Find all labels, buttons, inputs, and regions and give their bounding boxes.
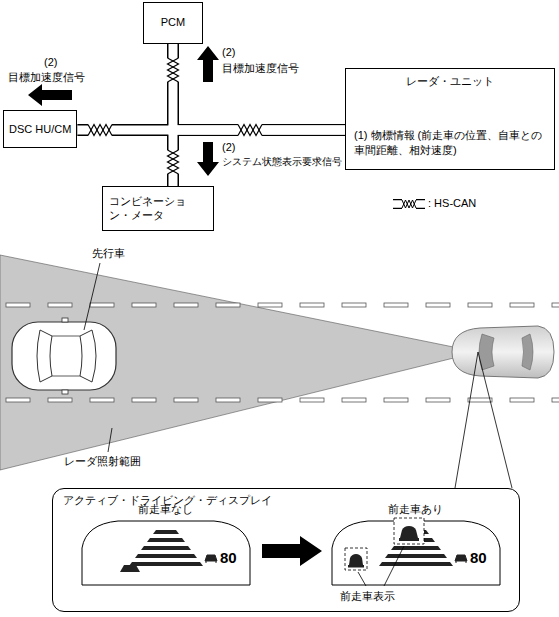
signal-arrow bbox=[28, 84, 72, 106]
road-stripe bbox=[379, 562, 453, 566]
lane-dash bbox=[132, 303, 156, 307]
display-panel: アクティブ・ドライビング・ディスプレイ bbox=[52, 488, 520, 612]
lane-dash bbox=[48, 398, 72, 402]
lane-dash bbox=[468, 303, 492, 307]
ecu-box: PCM bbox=[143, 2, 203, 44]
lane-dash bbox=[90, 303, 114, 307]
lane-dash bbox=[132, 398, 156, 402]
lane-dash bbox=[342, 303, 366, 307]
lane-dash bbox=[6, 398, 30, 402]
lane-dash bbox=[510, 398, 534, 402]
display-screen bbox=[332, 521, 500, 585]
part-label: レーダ照射範囲 bbox=[64, 455, 141, 469]
twist-mark bbox=[166, 150, 180, 174]
ecu-box: レーダ・ユニット (1) 物標情報 (前走車の位置、自車との車間距離、相対速度) bbox=[345, 68, 555, 170]
lead-car bbox=[12, 318, 116, 394]
lane-dash bbox=[6, 303, 30, 307]
signal-arrow bbox=[197, 46, 219, 82]
radar-beam bbox=[0, 255, 478, 470]
lane-dash bbox=[384, 303, 408, 307]
node-title: DSC HU/CM bbox=[9, 122, 71, 136]
leader-line bbox=[384, 546, 404, 586]
display-screen bbox=[82, 521, 250, 585]
part-label: 前走車なし bbox=[138, 503, 193, 517]
lane-dash bbox=[510, 303, 534, 307]
node-title: コンビネーション・メータ bbox=[109, 194, 207, 223]
twist-mark bbox=[88, 125, 112, 136]
lane-dash bbox=[258, 303, 282, 307]
road-stripe bbox=[153, 530, 179, 534]
lane-marker bbox=[120, 565, 140, 572]
lane-dash bbox=[174, 398, 198, 402]
own-car bbox=[452, 326, 554, 378]
lane-dash bbox=[426, 303, 450, 307]
road-stripe bbox=[141, 546, 191, 550]
part-label: 前走車表示 bbox=[340, 590, 395, 604]
lane-dash bbox=[342, 398, 366, 402]
lane-dash bbox=[174, 303, 198, 307]
node-title: レーダ・ユニット bbox=[354, 74, 546, 88]
twist-mark bbox=[88, 125, 112, 136]
vehicle-icon bbox=[394, 518, 424, 544]
signal-label: (2) bbox=[222, 46, 235, 60]
lane-dash bbox=[300, 398, 324, 402]
signal-label: (2) bbox=[222, 141, 235, 155]
lane-dash bbox=[258, 398, 282, 402]
part-label: 前走車あり bbox=[388, 503, 443, 517]
lane-dash bbox=[216, 398, 240, 402]
signal-arrow bbox=[197, 142, 219, 176]
lane-dash bbox=[468, 398, 492, 402]
legend-text: : HS-CAN bbox=[428, 197, 476, 209]
cruise-icon bbox=[455, 555, 467, 563]
signal-label: (2) bbox=[44, 56, 57, 70]
vehicle-icon bbox=[345, 548, 367, 570]
lane-marks bbox=[6, 303, 559, 402]
twist-mark bbox=[238, 125, 262, 136]
road-stripe bbox=[135, 554, 197, 558]
signal-label: 目標加速度信号 bbox=[8, 71, 85, 85]
callout-line bbox=[478, 352, 512, 488]
lane-dash bbox=[384, 398, 408, 402]
speed-value: 80 bbox=[220, 549, 237, 568]
twist-mark bbox=[168, 58, 179, 82]
twist-mark bbox=[238, 125, 262, 136]
ecu-box: コンビネーション・メータ bbox=[102, 186, 214, 231]
legend-sample bbox=[393, 198, 425, 210]
lane-dash bbox=[552, 398, 559, 402]
node-body: (1) 物標情報 (前走車の位置、自車との車間距離、相対速度) bbox=[354, 128, 546, 157]
twist-mark bbox=[168, 150, 179, 174]
signal-label: 目標加速度信号 bbox=[222, 62, 299, 76]
callout-line bbox=[455, 352, 478, 488]
lane-dash bbox=[300, 303, 324, 307]
twist-mark bbox=[168, 58, 179, 82]
signal-label: システム状態表示要求信号 bbox=[222, 156, 342, 169]
twist-mark bbox=[168, 150, 179, 174]
transition-arrow bbox=[262, 536, 322, 566]
road-stripe bbox=[385, 554, 447, 558]
cruise-icon bbox=[205, 555, 217, 563]
road-stripe bbox=[391, 546, 441, 550]
lane-dash bbox=[48, 303, 72, 307]
part-label: 先行車 bbox=[92, 247, 125, 261]
can-bus bbox=[173, 130, 345, 186]
can-bus-inner bbox=[173, 44, 345, 130]
twist-mark bbox=[88, 123, 112, 137]
can-bus-inner bbox=[173, 130, 345, 186]
node-title: PCM bbox=[150, 15, 196, 29]
road-stripes bbox=[129, 530, 203, 566]
leader-line bbox=[84, 263, 100, 330]
twist-mark bbox=[166, 58, 180, 82]
can-bus bbox=[173, 44, 345, 130]
twist-mark bbox=[238, 123, 262, 137]
speed-value: 80 bbox=[470, 549, 487, 568]
lane-dash bbox=[216, 303, 240, 307]
leader-line bbox=[358, 572, 366, 586]
lane-dash bbox=[426, 398, 450, 402]
ecu-box: DSC HU/CM bbox=[3, 110, 77, 148]
road-stripe bbox=[147, 538, 185, 542]
lane-dash bbox=[90, 398, 114, 402]
lane-dash bbox=[552, 303, 559, 307]
road-stripe bbox=[129, 562, 203, 566]
leader-line bbox=[108, 428, 112, 452]
